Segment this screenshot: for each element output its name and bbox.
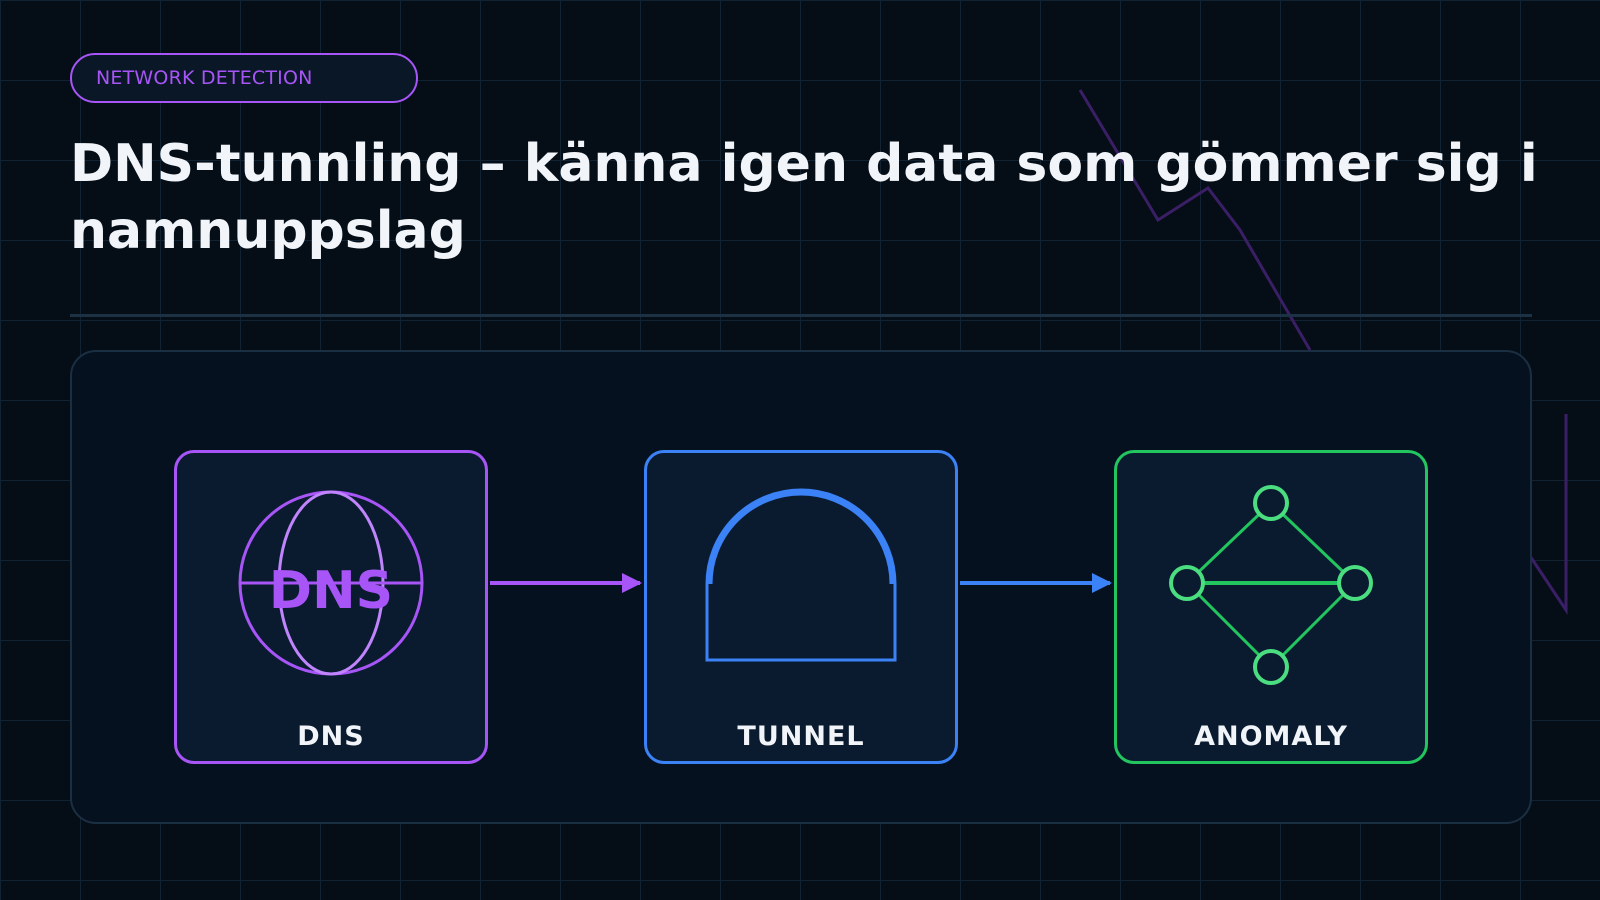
node-label-dns: DNS [297,721,365,752]
node-label-tunnel: TUNNEL [737,721,865,752]
decorative-polyline-right [1528,414,1568,615]
globe-icon-text: DNS [268,561,394,621]
category-tag: NETWORK DETECTION [70,53,418,103]
divider [70,314,1532,317]
node-anomaly: ANOMALY [1114,450,1428,764]
node-tunnel: TUNNEL [644,450,958,764]
globe-icon [238,490,424,676]
decorative-polyline [1078,89,1312,351]
node-label-anomaly: ANOMALY [1194,721,1348,752]
node-dns: DNS DNS [174,450,488,764]
tunnel-arch-icon [705,488,897,662]
page-title: DNS-tunnling – känna igen data som gömme… [70,134,1538,261]
network-graph-icon [1169,485,1373,685]
